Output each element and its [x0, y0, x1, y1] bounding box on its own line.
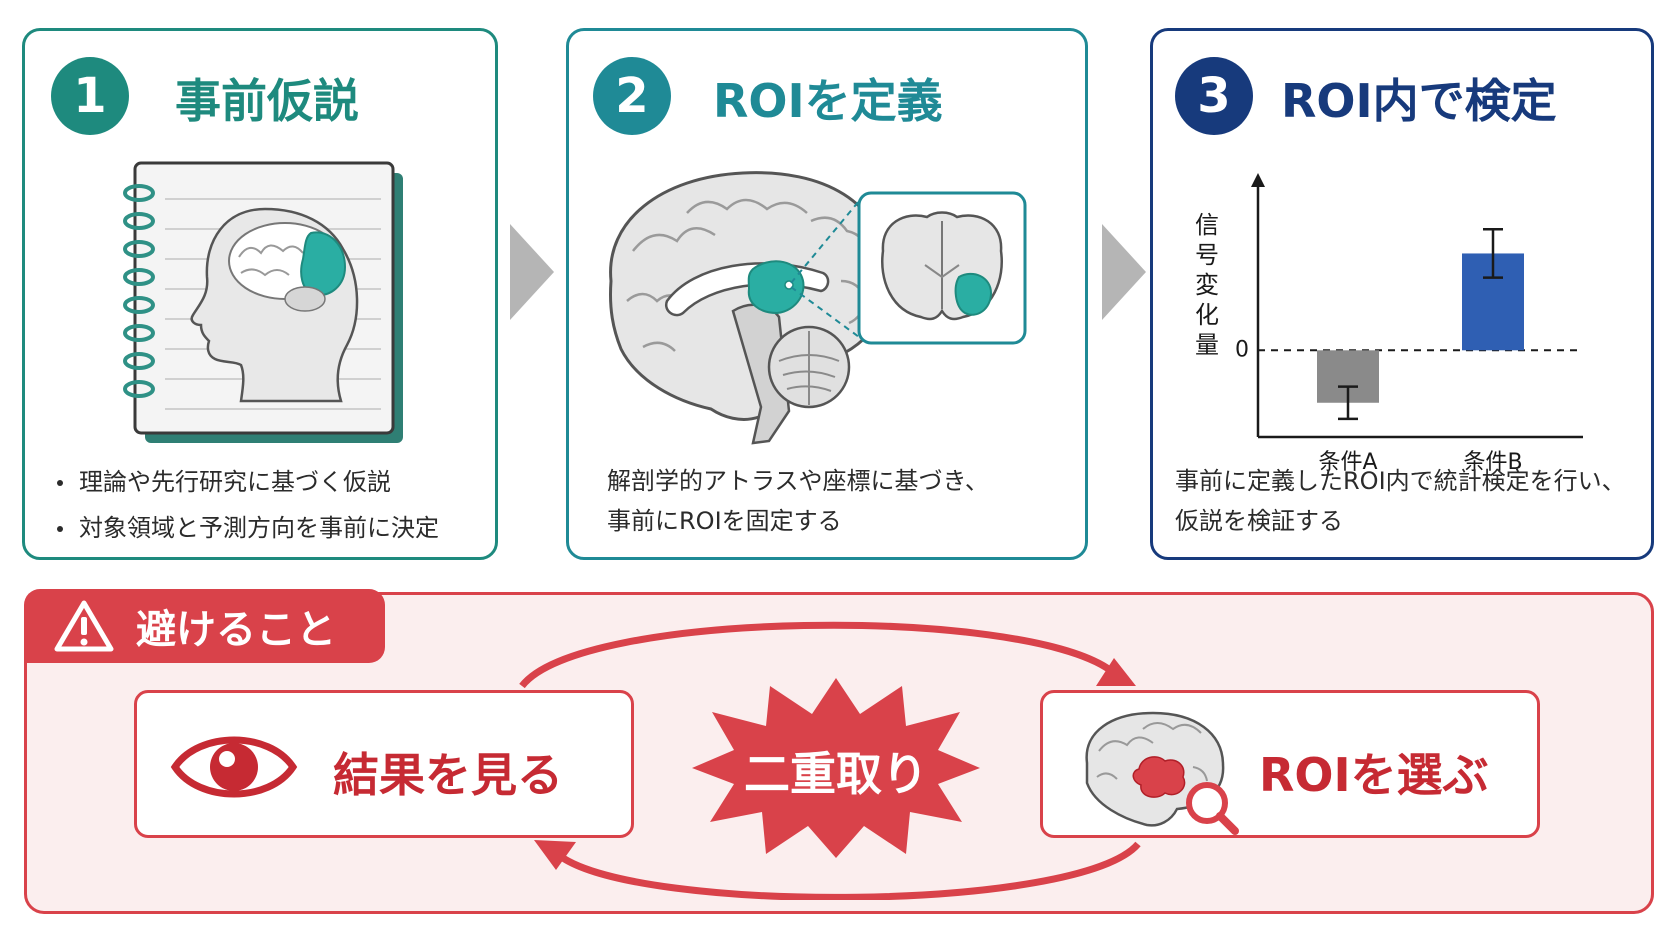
choose-roi-label: ROIを選ぶ: [1259, 748, 1489, 802]
step-3-description-line: 仮説を検証する: [1175, 507, 1343, 535]
eye-icon: [170, 736, 298, 798]
error-bar: [1338, 385, 1358, 421]
choose-roi-box: ROIを選ぶ: [1040, 690, 1540, 838]
step-2-description: 解剖学的アトラスや座標に基づき、 事前にROIを固定する: [607, 461, 989, 541]
y-axis-arrowhead: [1251, 173, 1265, 187]
step-2-title: ROIを定義: [713, 74, 943, 128]
bar-chart: 0 信号変化量 条件A 条件B: [1195, 173, 1583, 475]
step-2-description-line: 解剖学的アトラスや座標に基づき、: [607, 467, 989, 495]
cycle-arrow-top-head: [1096, 658, 1136, 686]
step-2-header: 2 ROIを定義: [569, 31, 1085, 141]
step-1-number-badge: 1: [51, 57, 129, 135]
step-1-title: 事前仮説: [175, 74, 359, 128]
step-3-description: 事前に定義したROI内で統計検定を行い、 仮説を検証する: [1175, 461, 1626, 541]
look-at-results-label: 結果を見る: [333, 748, 563, 802]
y-axis-label-char: 量: [1195, 331, 1219, 359]
cycle-arrow-bottom-head: [534, 840, 576, 870]
step-2-number-badge: 2: [593, 57, 671, 135]
step-3-title: ROI内で検定: [1281, 74, 1557, 128]
step-1-bullet: 理論や先行研究に基づく仮説: [51, 459, 439, 505]
cycle-arrow-bottom: [557, 841, 1141, 900]
step-2-description-line: 事前にROIを固定する: [607, 507, 842, 535]
warning-triangle-icon: [54, 600, 114, 652]
y-axis-label-char: 変: [1195, 271, 1219, 299]
arrow-right-icon: [510, 224, 554, 320]
brain-magnifier-icon: [1085, 711, 1239, 835]
step-1-header: 1 事前仮説: [25, 31, 495, 141]
step-3-card: 3 ROI内で検定 0 信号変化量 条件A 条件B 事前に定義したROI内で統計…: [1150, 28, 1654, 560]
x-tick-label: 条件B: [1463, 450, 1522, 475]
step-3-number-badge: 3: [1175, 57, 1253, 135]
y-axis-label-char: 化: [1195, 301, 1219, 329]
arrow-right-icon: [1102, 224, 1146, 320]
step-2-card: 2 ROIを定義 解剖: [566, 28, 1088, 560]
y-axis-label-char: 信: [1195, 211, 1219, 239]
step-3-description-line: 事前に定義したROI内で統計検定を行い、: [1175, 467, 1626, 495]
y-axis-label-char: 号: [1195, 241, 1219, 269]
cycle-arrows: [519, 621, 1141, 900]
warning-tab: 避けること: [24, 589, 385, 663]
step-1-bullet: 対象領域と予測方向を事前に決定: [51, 505, 439, 551]
step-1-bullets: 理論や先行研究に基づく仮説 対象領域と予測方向を事前に決定: [51, 459, 439, 551]
look-at-results-box: 結果を見る: [134, 690, 634, 838]
step-1-card: 1 事前仮説 理論や: [22, 28, 498, 560]
step-3-header: 3 ROI内で検定: [1153, 31, 1651, 141]
y-axis-label: 信号変化量: [1195, 211, 1219, 359]
y-tick-label: 0: [1235, 337, 1249, 362]
double-dipping-label: 二重取り: [744, 747, 928, 801]
x-tick-label: 条件A: [1318, 450, 1377, 475]
warning-title: 避けること: [136, 607, 336, 653]
brain-roi-icon: [609, 171, 1027, 445]
notebook-head-icon: [123, 161, 403, 443]
double-dipping-burst-icon: [692, 678, 980, 858]
error-bar: [1483, 227, 1503, 279]
cycle-arrow-top: [519, 621, 1113, 689]
